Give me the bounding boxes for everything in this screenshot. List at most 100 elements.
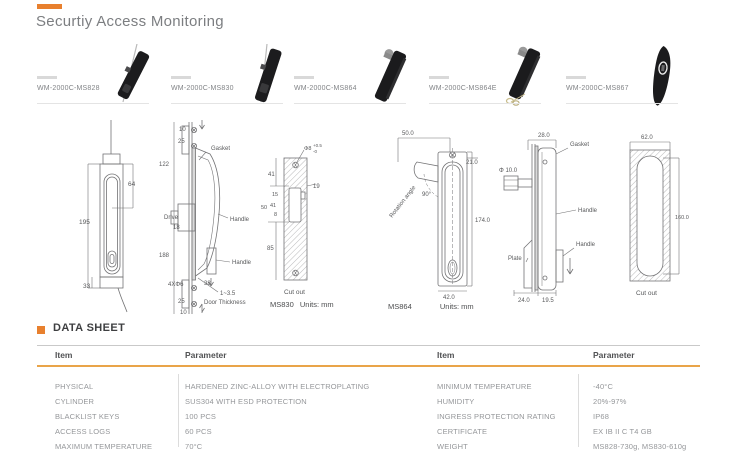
dim-21: 21.0 — [466, 160, 478, 166]
page-title: Securtiy Access Monitoring — [36, 13, 224, 30]
col-header-item-right: Item — [437, 350, 455, 360]
label-handle-mid: Handle — [578, 208, 598, 214]
dim-62: 62.0 — [641, 135, 653, 141]
label-handle-mid: Handle — [230, 217, 250, 223]
dim-10-top: 10 — [179, 127, 186, 133]
dim-18: 18 — [173, 225, 180, 231]
product-image-ms830 — [254, 44, 282, 103]
dim-19-5: 19.5 — [542, 298, 554, 304]
drawing-ms864-front-view: 50.0 21.0 90° Rotation angle 174.0 42.0 — [389, 131, 491, 301]
caption-ms864-units: Units: mm — [439, 302, 474, 311]
row-item: BLACKLIST KEYS — [55, 412, 120, 421]
row-item: INGRESS PROTECTION RATING — [437, 412, 556, 421]
drawing-ms830-cutout: Φ8 +0.5 -0 41 19 15 50 41 8 85 Cut out — [261, 143, 322, 296]
row-value: 100 PCS — [185, 412, 217, 421]
dim-hole-dia: Φ8 — [304, 146, 311, 152]
label-door-thickness: Door Thickness — [204, 300, 246, 306]
dim-90deg: 90° — [422, 192, 432, 198]
card-dash — [294, 76, 314, 79]
row-value: 60 PCS — [185, 427, 212, 436]
drawing-ms864-cutout: 62.0 160.0 Cut out — [629, 135, 689, 297]
row-item: CERTIFICATE — [437, 427, 488, 436]
dim-4x6-holes: 4XΦ6 — [168, 282, 184, 288]
col-header-parameter-left: Parameter — [185, 350, 227, 360]
card-dash — [171, 76, 191, 79]
dim-174: 174.0 — [475, 218, 491, 224]
dim-50: 50.0 — [402, 131, 414, 137]
dim-24: 24.0 — [518, 298, 530, 304]
dim-64: 64 — [128, 181, 136, 188]
dim-195: 195 — [79, 219, 90, 226]
dim-50: 50 — [261, 205, 267, 211]
card-underline — [37, 103, 149, 104]
datasheet-heading: DATA SHEET — [53, 322, 126, 334]
card-underline — [171, 103, 283, 104]
row-item: HUMIDITY — [437, 397, 475, 406]
product-image-ms828 — [117, 44, 150, 103]
dim-25-bot: 25 — [178, 299, 185, 305]
dim-188: 188 — [159, 253, 170, 259]
row-value: SUS304 WITH ESD PROTECTION — [185, 397, 307, 406]
product-label: WM-2000C-MS830 — [171, 85, 234, 92]
card-underline — [566, 103, 678, 104]
drawing-ms830-side-view: 10 25 122 Gasket Drive 18 Handle 188 Han… — [159, 120, 252, 316]
product-card-ms867: WM-2000C-MS867 — [566, 45, 684, 106]
product-label: WM-2000C-MS864 — [294, 85, 357, 92]
label-plate: Plate — [508, 256, 522, 262]
caption-ms830-model: MS830 — [270, 300, 294, 309]
section-bullet-icon — [37, 326, 45, 334]
product-label: WM-2000C-MS867 — [566, 85, 629, 92]
row-value: HARDENED ZINC-ALLOY WITH ELECTROPLATING — [185, 382, 370, 391]
dim-33: 33 — [83, 283, 91, 290]
product-label: WM-2000C-MS828 — [37, 85, 100, 92]
row-item: ACCESS LOGS — [55, 427, 111, 436]
dim-25-top: 25 — [178, 139, 185, 145]
card-underline — [294, 103, 406, 104]
col-header-parameter-right: Parameter — [593, 350, 635, 360]
caption-ms830-units: Units: mm — [299, 300, 334, 309]
caption-ms864: MS864 Units: mm — [388, 302, 474, 311]
table-top-border — [37, 345, 700, 346]
dim-122: 122 — [159, 162, 170, 168]
label-gasket: Gasket — [570, 142, 589, 148]
row-value: EX IB II C T4 GB — [593, 427, 652, 436]
card-dash — [429, 76, 449, 79]
table-divider-right — [578, 374, 579, 447]
table-divider-left — [178, 374, 179, 447]
product-image-ms867 — [652, 45, 671, 106]
caption-ms830: MS830 Units: mm — [270, 300, 334, 309]
dim-38: 38 — [204, 281, 211, 287]
card-dash — [566, 76, 586, 79]
label-drive: Drive — [164, 215, 179, 221]
row-item: MINIMUM TEMPERATURE — [437, 382, 532, 391]
label-handle-bot: Handle — [576, 242, 596, 248]
dim-8: 8 — [274, 212, 277, 218]
accent-dash — [37, 4, 62, 9]
label-cut-out: Cut out — [284, 289, 305, 296]
label-handle-bot: Handle — [232, 260, 252, 266]
dim-28: 28.0 — [538, 133, 550, 139]
dim-19: 19 — [313, 184, 320, 190]
product-card-ms828: WM-2000C-MS828 — [37, 44, 155, 104]
drawing-ms864-side-view: 28.0 Gasket Φ 10.0 Handle Plate Handle 2… — [499, 133, 598, 304]
dim-41-top: 41 — [268, 172, 275, 178]
dim-42: 42.0 — [443, 295, 455, 301]
dim-15: 15 — [272, 192, 278, 198]
dim-hole-tol-plus: +0.5 — [313, 143, 322, 148]
card-dash — [37, 76, 57, 79]
dim-85: 85 — [267, 246, 274, 252]
dim-door-range: 1~3.5 — [220, 291, 236, 297]
dim-phi10: Φ 10.0 — [499, 168, 518, 174]
product-card-ms864e: WM-2000C-MS864E — [429, 46, 547, 106]
label-cut-out: Cut out — [636, 290, 657, 297]
product-card-ms830: WM-2000C-MS830 — [171, 44, 289, 104]
card-underline — [429, 103, 541, 104]
dim-41-mid: 41 — [270, 203, 276, 209]
col-header-item-left: Item — [55, 350, 73, 360]
label-gasket: Gasket — [211, 146, 230, 152]
row-value: IP68 — [593, 412, 610, 421]
caption-ms864-model: MS864 — [388, 302, 412, 311]
dim-10-bot: 10 — [180, 310, 187, 316]
dim-160: 160.0 — [675, 215, 689, 221]
drawing-ms830-front-view: 195 64 33 — [79, 120, 136, 313]
